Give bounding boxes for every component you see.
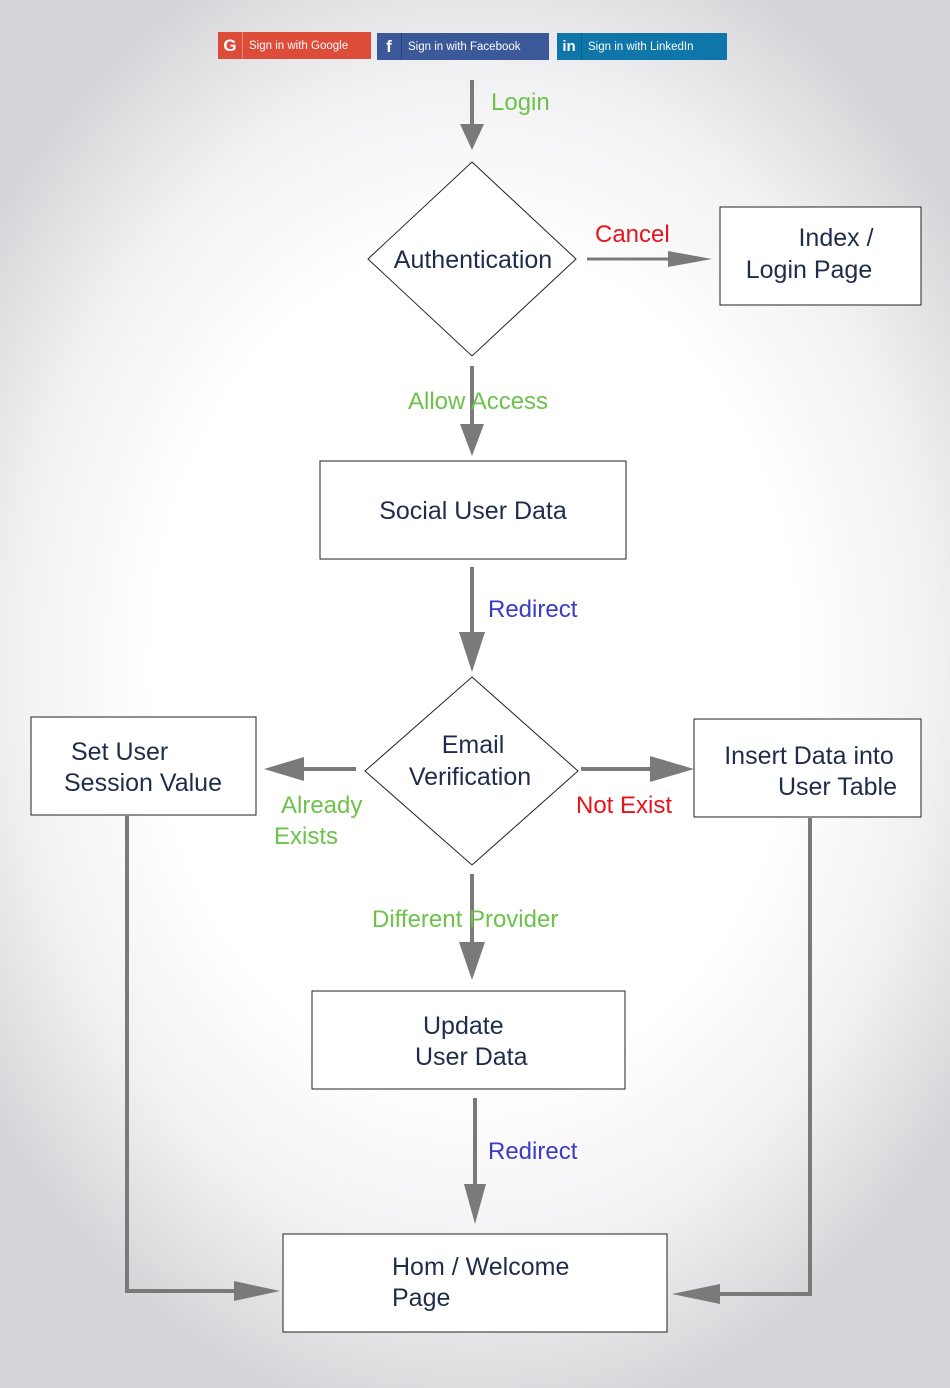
home-welcome-label-line1: Hom / Welcome xyxy=(392,1253,569,1281)
index-login-box xyxy=(719,206,922,306)
arrowhead-cancel xyxy=(668,251,712,267)
email-verification-label-line1: Email xyxy=(442,731,505,759)
arrowhead-different-provider xyxy=(459,942,485,980)
different-provider-label: Different Provider xyxy=(372,906,558,933)
already-exists-label-line2: Exists xyxy=(274,823,338,850)
login-label: Login xyxy=(491,89,550,116)
arrowhead-allow-access xyxy=(460,424,484,456)
insert-data-label-line1: Insert Data into xyxy=(724,742,894,770)
edge-labels: Login Cancel Allow Access Redirect Alrea… xyxy=(274,89,672,1165)
redirect-label-2: Redirect xyxy=(488,1138,578,1165)
edge-insert-to-home xyxy=(718,818,812,1296)
index-login-label-line1: Index / xyxy=(798,224,873,252)
edge-session-to-home xyxy=(125,816,238,1293)
google-signin-button[interactable]: G Sign in with Google xyxy=(218,32,371,59)
arrowheads xyxy=(234,124,720,1304)
arrowhead-login xyxy=(460,124,484,150)
allow-access-label: Allow Access xyxy=(408,388,548,415)
update-user-data-box xyxy=(311,990,626,1090)
authentication-label: Authentication xyxy=(394,246,552,274)
insert-data-label-line2: User Table xyxy=(778,773,897,801)
arrowhead-session-to-home xyxy=(234,1281,280,1301)
home-welcome-label-line2: Page xyxy=(392,1284,450,1312)
redirect-label-1: Redirect xyxy=(488,596,578,623)
arrowhead-redirect-1 xyxy=(459,632,485,672)
not-exist-label: Not Exist xyxy=(576,792,672,819)
facebook-icon: f xyxy=(377,33,402,60)
index-login-label-line2: Login Page xyxy=(746,256,873,284)
arrowhead-redirect-2 xyxy=(464,1184,486,1224)
linkedin-icon: in xyxy=(557,33,582,60)
linkedin-signin-label: Sign in with LinkedIn xyxy=(588,40,694,53)
facebook-signin-button[interactable]: f Sign in with Facebook xyxy=(377,33,549,60)
social-user-data-box xyxy=(319,460,627,560)
connectors xyxy=(125,80,812,1296)
email-verification-label-line2: Verification xyxy=(409,763,531,791)
facebook-signin-label: Sign in with Facebook xyxy=(408,40,521,53)
set-user-session-label-line2: Session Value xyxy=(64,769,222,797)
authentication-diamond xyxy=(367,161,577,357)
nodes xyxy=(30,161,922,1333)
email-verification-diamond xyxy=(364,676,579,866)
cancel-label: Cancel xyxy=(595,221,670,248)
google-signin-label: Sign in with Google xyxy=(249,39,349,52)
social-user-data-label: Social User Data xyxy=(379,497,567,525)
update-user-data-label-line1: Update xyxy=(423,1012,504,1040)
arrowhead-already-exists xyxy=(264,757,304,781)
home-welcome-box xyxy=(282,1233,668,1333)
set-user-session-box xyxy=(30,716,257,816)
node-labels: Authentication Index / Login Page Social… xyxy=(64,224,897,1312)
linkedin-signin-button[interactable]: in Sign in with LinkedIn xyxy=(557,33,727,60)
set-user-session-label-line1: Set User xyxy=(71,738,168,766)
update-user-data-label-line2: User Data xyxy=(415,1043,528,1071)
arrowhead-not-exist xyxy=(650,756,694,782)
insert-data-box xyxy=(693,718,922,818)
already-exists-label-line1: Already xyxy=(281,792,362,819)
arrowhead-insert-to-home xyxy=(672,1284,720,1304)
google-icon: G xyxy=(218,32,243,59)
